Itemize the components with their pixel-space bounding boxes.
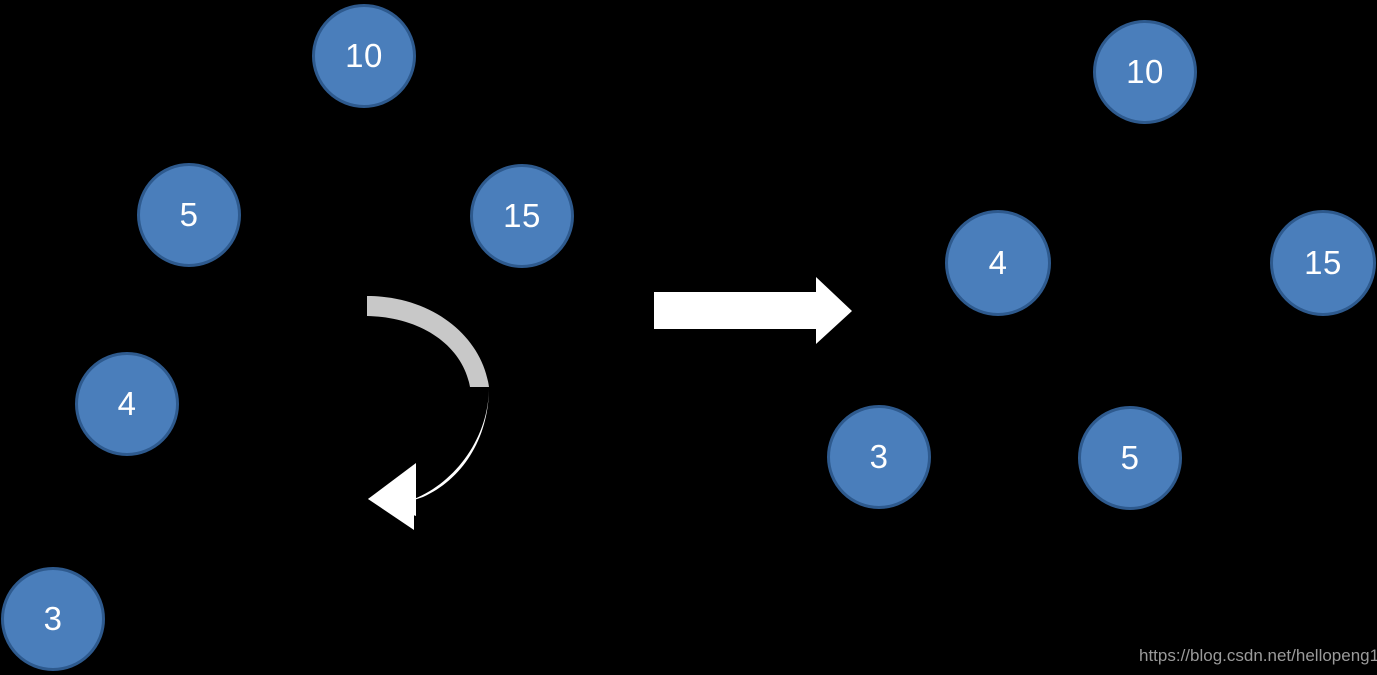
rotate-arrow-lower-segment [368,387,489,530]
node-label: 10 [345,36,383,74]
node-label: 5 [179,195,199,233]
node-label: 4 [117,384,137,422]
node-label: 10 [1126,52,1164,90]
node-before-10[interactable]: 10 [312,4,416,108]
rotate-arrow-upper-segment [367,296,489,387]
node-after-4[interactable]: 4 [945,210,1051,316]
node-label: 4 [988,243,1008,281]
node-label: 3 [43,599,63,637]
node-before-5[interactable]: 5 [137,163,241,267]
node-after-15[interactable]: 15 [1270,210,1376,316]
node-before-3[interactable]: 3 [1,567,105,671]
node-after-3[interactable]: 3 [827,405,931,509]
watermark: https://blog.csdn.net/hellopeng1 [1139,646,1377,665]
rotate-arrow [367,296,489,530]
node-label: 15 [1304,243,1342,281]
node-after-10[interactable]: 10 [1093,20,1197,124]
node-after-5[interactable]: 5 [1078,406,1182,510]
node-before-4[interactable]: 4 [75,352,179,456]
transform-arrow [654,277,852,344]
node-label: 15 [503,196,541,234]
rotate-arrow-head [368,463,416,516]
node-before-15[interactable]: 15 [470,164,574,268]
node-label: 3 [869,437,889,475]
node-label: 5 [1120,438,1140,476]
